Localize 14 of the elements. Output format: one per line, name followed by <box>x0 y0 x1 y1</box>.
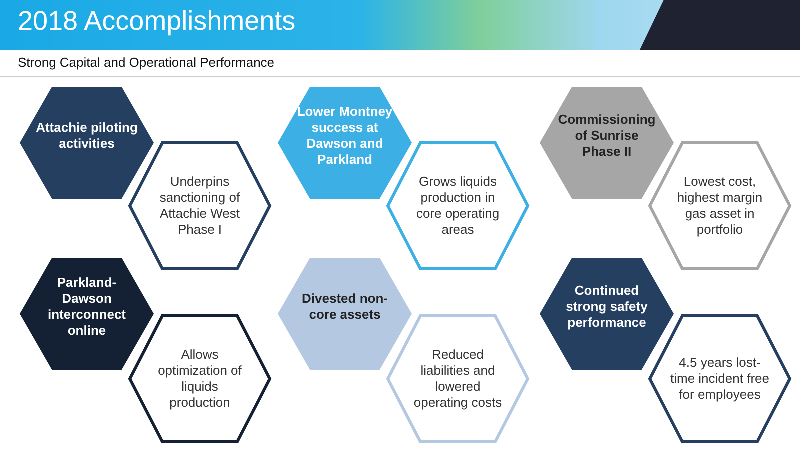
slide-subtitle: Strong Capital and Operational Performance <box>18 55 275 70</box>
accomplishment-title: Continued strong safety performance <box>565 283 649 331</box>
description-text: Lowest cost, highest margin gas asset in portfolio <box>676 174 764 238</box>
description-text: 4.5 years lost-time incident free for employees <box>670 355 770 403</box>
accomplishment-title: Attachie piloting activities <box>36 120 138 152</box>
accomplishment-title: Divested non-core assets <box>301 291 389 323</box>
accomplishment-title: Parkland-Dawson interconnect online <box>46 275 127 339</box>
description-text: Reduced liabilities and lowered operating costs <box>412 347 504 411</box>
accomplishment-title: Lower Montney success at Dawson and Parkland <box>296 104 394 168</box>
description-text: Underpins sanctioning of Attachie West Phase I <box>158 174 242 238</box>
accomplishment-title: Commissioning of Sunrise Phase II <box>557 112 657 160</box>
description-text: Allows optimization of liquids production <box>157 347 243 411</box>
description-text: Grows liquids production in core operating areas <box>415 174 501 238</box>
slide-title: 2018 Accomplishments <box>18 6 296 37</box>
